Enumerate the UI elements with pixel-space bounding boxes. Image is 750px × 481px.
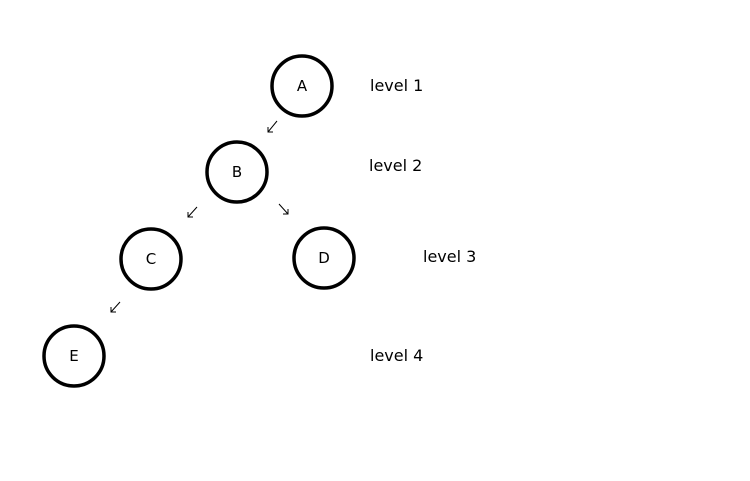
level-label-4: level 4 (370, 346, 423, 365)
node-b: B (205, 140, 269, 204)
node-label: C (146, 250, 156, 268)
node-label: B (232, 163, 242, 181)
level-label-3: level 3 (423, 247, 476, 266)
level-label-2: level 2 (369, 156, 422, 175)
arrow-c-e (110, 301, 121, 313)
arrow-a-b (267, 120, 278, 133)
node-d: D (292, 226, 356, 290)
node-label: E (69, 347, 78, 365)
node-label: A (297, 77, 308, 95)
node-a: A (270, 54, 334, 118)
level-label-1: level 1 (370, 76, 423, 95)
node-c: C (119, 227, 183, 291)
arrow-b-c (187, 206, 198, 218)
node-e: E (42, 324, 106, 388)
arrow-b-d (278, 203, 289, 215)
node-label: D (318, 249, 330, 267)
